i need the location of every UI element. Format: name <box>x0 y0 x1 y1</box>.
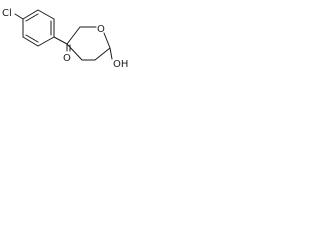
benzene-ring <box>22 9 55 47</box>
ring-bond <box>103 32 111 49</box>
ring-bond <box>22 36 39 47</box>
hydroxyl-bond <box>109 47 113 60</box>
aryl-bond <box>53 36 68 45</box>
ring-bond <box>22 9 39 20</box>
ring-double-bond <box>25 34 39 43</box>
carbonyl-oxygen-label: O <box>63 53 71 64</box>
ring-oxygen-label: O <box>97 24 105 35</box>
chlorine-label: Cl <box>2 8 12 19</box>
chlorine-bond <box>14 13 24 20</box>
ring-bond <box>94 47 111 61</box>
hydroxyl-label: OH <box>113 59 128 70</box>
ring-bond <box>37 9 55 20</box>
ring-double-bond <box>25 13 39 22</box>
chemical-structure-diagram: Cl O O OH <box>2 8 128 70</box>
ring-bond <box>37 36 55 47</box>
ring-bond <box>66 26 81 45</box>
